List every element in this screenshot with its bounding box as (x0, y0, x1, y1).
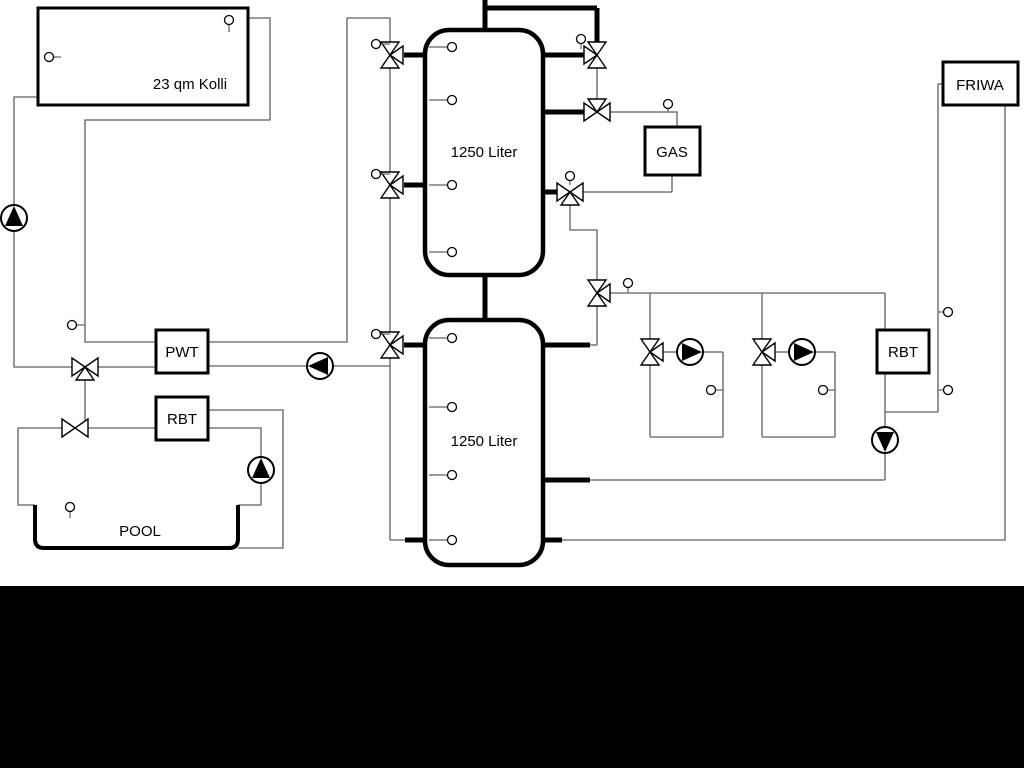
three-way-valve-icon (586, 279, 611, 307)
three-way-valve-icon (379, 171, 404, 199)
rbt-left-box (154, 395, 210, 442)
gas-boiler-box (643, 125, 702, 177)
temp-sensor-icon (429, 246, 458, 258)
gas-label: GAS (656, 144, 688, 161)
temp-sensor-icon (43, 51, 61, 63)
pool-loop-pipe (208, 409, 284, 549)
temp-sensor-icon (938, 306, 954, 318)
temp-sensor-icon (370, 38, 390, 50)
three-way-valve-icon (583, 41, 608, 69)
temp-sensor-icon (429, 469, 458, 481)
temp-sensor-icon (66, 319, 85, 331)
pool-label: POOL (119, 523, 161, 540)
temperature-sensors (43, 14, 954, 546)
solar-collector-box (36, 6, 250, 107)
pool-basin (33, 505, 240, 550)
temp-sensor-icon (622, 277, 634, 293)
three-way-valve-icon (751, 338, 776, 366)
three-way-valve-icon (379, 41, 404, 69)
friwa-box (941, 60, 1020, 107)
valves (61, 41, 776, 439)
friwa-cold-pipe (560, 105, 1006, 541)
pump-up-icon (247, 456, 275, 484)
three-way-valve-icon (71, 356, 99, 381)
pwt-box (154, 328, 210, 375)
pump-up-icon (0, 204, 28, 232)
temp-sensor-icon (64, 501, 76, 518)
temp-sensor-icon (575, 33, 587, 49)
temp-sensor-icon (429, 401, 458, 413)
temp-sensor-icon (564, 170, 576, 185)
rbt-right-box (875, 328, 931, 375)
three-way-valve-icon (556, 181, 584, 206)
three-way-valve-icon (379, 331, 404, 359)
temp-sensor-icon (662, 98, 674, 112)
pumps (0, 204, 899, 484)
temp-sensor-icon (429, 332, 458, 344)
rbt-right-label: RBT (888, 344, 918, 361)
friwa-pipe (937, 83, 943, 412)
temp-sensor-icon (429, 94, 458, 106)
pump-right-icon (788, 338, 816, 366)
three-way-valve-icon (583, 98, 611, 123)
tank-lower-label: 1250 Liter (451, 433, 518, 450)
thick-pipes (404, 0, 600, 543)
temp-sensor-icon (705, 384, 723, 396)
three-way-valve-icon (639, 338, 664, 366)
pipe (569, 204, 598, 281)
buffer-tank-lower (422, 317, 546, 568)
pump-down-icon (871, 426, 899, 454)
temp-sensor-icon (223, 14, 235, 32)
friwa-label: FRIWA (956, 77, 1004, 94)
tank-upper-label: 1250 Liter (451, 144, 518, 161)
thin-pipes (13, 17, 1006, 549)
shutoff-valve-icon (61, 417, 89, 439)
buffer-tank-upper (422, 27, 546, 278)
temp-sensor-icon (938, 384, 954, 396)
temp-sensor-icon (429, 41, 458, 53)
pwt-secondary-supply (208, 17, 390, 343)
rbt-left-label: RBT (167, 411, 197, 428)
letterbox-mask (0, 586, 1024, 768)
collector-label: 23 qm Kolli (153, 76, 227, 93)
temp-sensor-icon (429, 534, 458, 546)
temp-sensor-icon (429, 179, 458, 191)
pump-left-icon (306, 352, 334, 380)
solar-supply-pipe (84, 17, 271, 343)
gas-flow-pipe (610, 111, 678, 127)
temp-sensor-icon (817, 384, 835, 396)
temp-sensor-icon (370, 328, 390, 340)
pwt-label: PWT (165, 344, 198, 361)
temp-sensor-icon (370, 168, 390, 180)
pump-right-icon (676, 338, 704, 366)
